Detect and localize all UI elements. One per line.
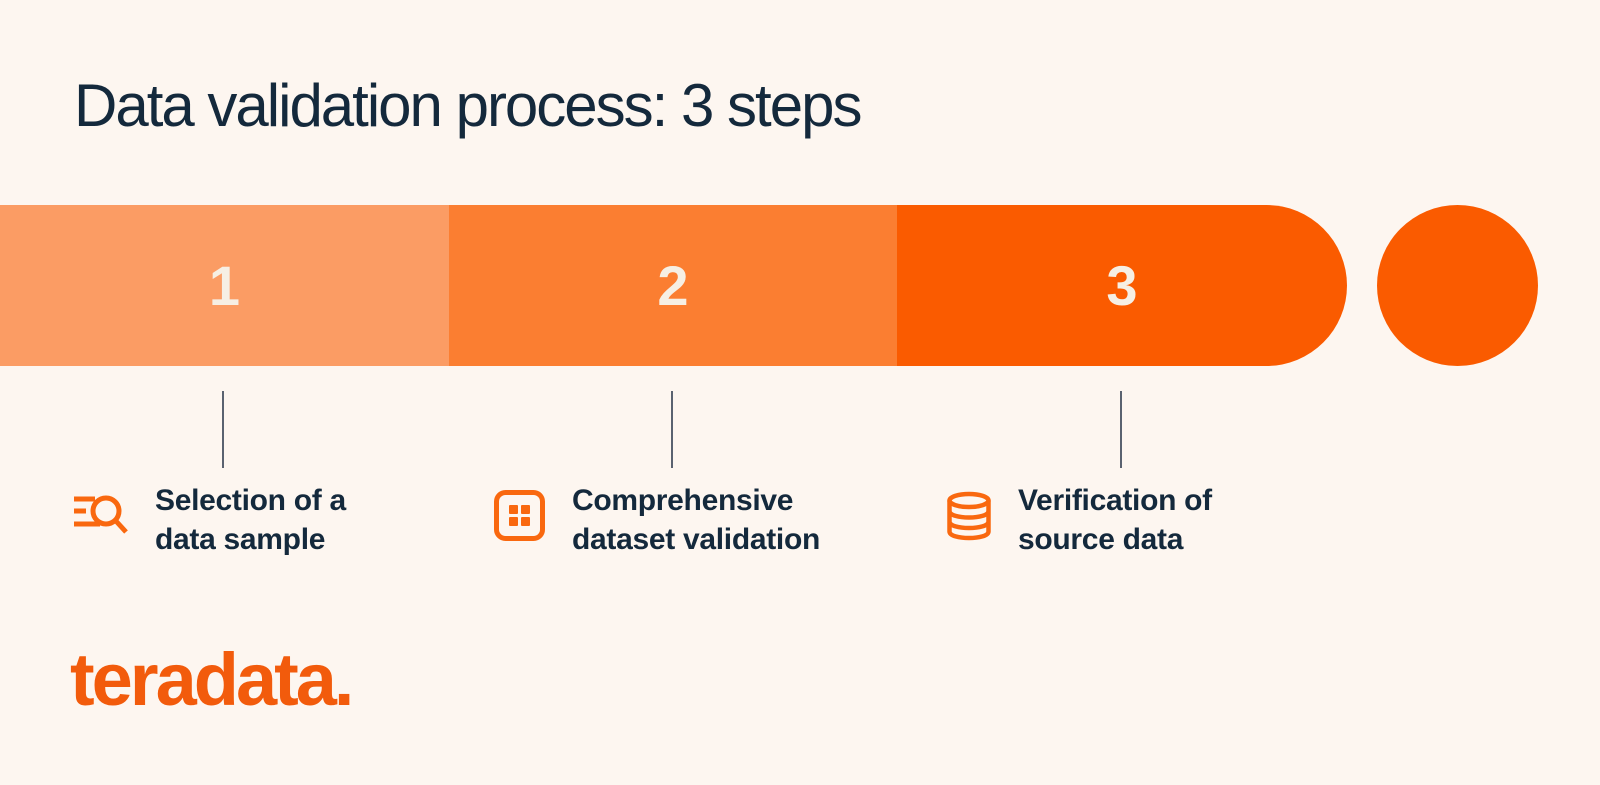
step-2-caption-line1: Comprehensive [572, 484, 794, 517]
step-2-caption: Comprehensive dataset validation [572, 481, 820, 559]
step-2-number: 2 [657, 253, 689, 317]
step-1-caption: Selection of a data sample [155, 481, 346, 559]
teradata-logo: teradata. [70, 638, 354, 721]
step-3-caption-line1: Verification of [1018, 484, 1212, 517]
step-1-segment: 1 [0, 205, 449, 366]
step-3-segment: 3 [897, 205, 1347, 366]
step-1-number: 1 [208, 253, 241, 317]
step-1-caption-line1: Selection of a [155, 484, 346, 517]
step-3-caption-line2: source data [1018, 523, 1184, 556]
end-circle-marker [1377, 205, 1538, 366]
step-3-number: 3 [1106, 253, 1138, 317]
database-icon [945, 491, 993, 541]
step-3-caption: Verification of source data [1018, 481, 1212, 559]
page-title: Data validation process: 3 steps [74, 72, 862, 139]
step-3-connector-line [1120, 391, 1122, 468]
grid-icon [494, 490, 545, 541]
step-1-connector-line [222, 391, 224, 468]
step-1-caption-line2: data sample [155, 523, 326, 556]
step-2-connector-line [671, 391, 673, 468]
step-2-segment: 2 [449, 205, 897, 366]
search-list-icon [74, 495, 130, 539]
process-bar: 1 2 3 [0, 205, 1347, 366]
step-2-caption-line2: dataset validation [572, 523, 821, 556]
